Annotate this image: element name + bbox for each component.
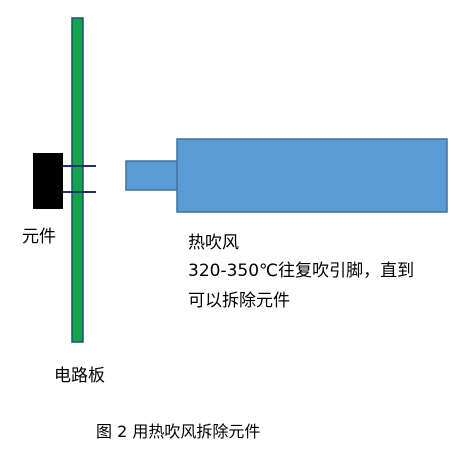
heat-gun-description: 320-350℃往复吹引脚，直到可以拆除元件 [188,261,415,311]
component-body [33,153,63,209]
circuit-board [71,17,84,343]
figure-caption: 图 2 用热吹风拆除元件 [96,422,261,441]
heat-gun-nozzle [125,160,179,191]
heat-gun-label: 热吹风 [188,233,239,253]
heat-gun-body [176,138,448,213]
circuit-board-label: 电路板 [54,366,105,386]
component-label: 元件 [22,227,56,247]
